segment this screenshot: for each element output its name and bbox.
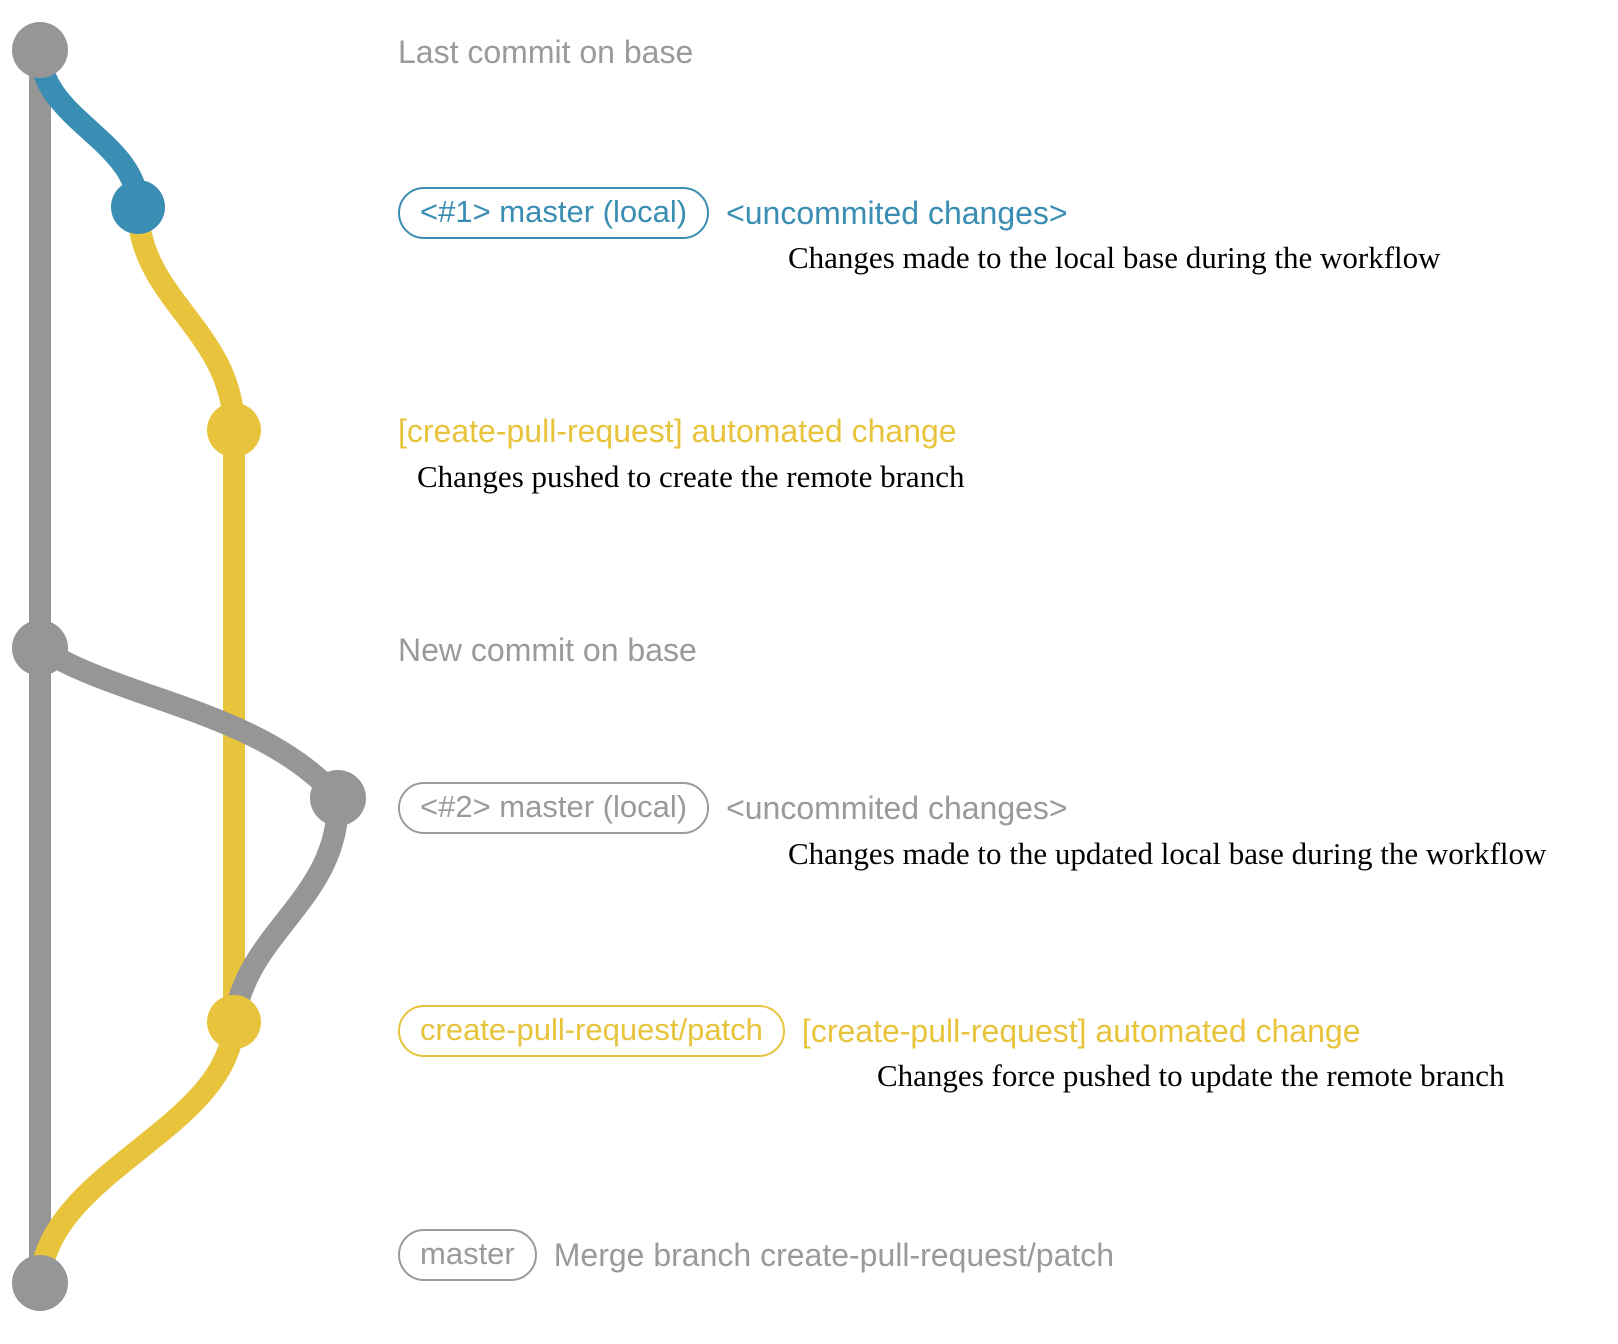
node-local-1 (111, 180, 165, 234)
subject-automated-change-1: [create-pull-request] automated change (398, 413, 957, 449)
note-automated-change-2: Changes force pushed to update the remot… (877, 1058, 1505, 1093)
subject-automated-change-2: [create-pull-request] automated change (801, 1013, 1361, 1049)
row-local-1: <#1> master (local) <uncommited changes> (398, 187, 1068, 239)
subject-local-1: <uncommited changes> (726, 195, 1068, 231)
node-patch-2 (207, 995, 261, 1049)
commit-nodes (12, 22, 366, 1311)
edge-local1-to-patch1 (127, 196, 245, 441)
edge-local2-to-patch2 (223, 787, 350, 1033)
label-new-commit-on-base: New commit on base (398, 632, 697, 668)
subject-local-2: <uncommited changes> (726, 790, 1068, 826)
ref-badge-local-2[interactable]: <#2> master (local) (398, 782, 710, 834)
note-local-1: Changes made to the local base during th… (788, 240, 1441, 275)
label-last-commit-on-base: Last commit on base (398, 34, 694, 70)
node-local-2 (310, 770, 366, 826)
ref-badge-master[interactable]: master (398, 1229, 537, 1281)
node-base-1 (12, 22, 68, 78)
row-merge: master Merge branch create-pull-request/… (398, 1229, 1114, 1281)
note-local-2: Changes made to the updated local base d… (788, 836, 1547, 871)
subject-merge: Merge branch create-pull-request/patch (553, 1237, 1115, 1273)
ref-badge-patch[interactable]: create-pull-request/patch (398, 1005, 785, 1057)
note-automated-change-1: Changes pushed to create the remote bran… (417, 459, 965, 494)
row-automated-change-2: create-pull-request/patch [create-pull-r… (398, 1005, 1360, 1057)
ref-badge-local-1[interactable]: <#1> master (local) (398, 187, 710, 239)
row-local-2: <#2> master (local) <uncommited changes> (398, 782, 1068, 834)
node-patch-1 (207, 403, 261, 457)
edge-patch2-to-merge (29, 1011, 245, 1294)
edge-base2-to-local2 (29, 637, 349, 809)
row-automated-change-1: [create-pull-request] automated change (398, 415, 957, 447)
node-merge (12, 1255, 68, 1311)
node-base-2 (12, 620, 68, 676)
